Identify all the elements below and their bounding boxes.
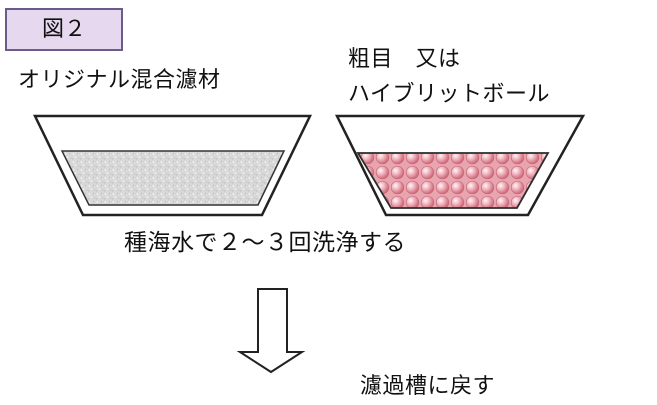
mixed-filter-media bbox=[60, 150, 286, 206]
original-mixed-filter-label: オリジナル混合濾材 bbox=[18, 68, 221, 93]
coarse-or-hybrid-label-line-1: 粗目 又は bbox=[348, 47, 461, 72]
figure-label: 図２ bbox=[5, 8, 123, 51]
right-filter-container bbox=[334, 114, 586, 217]
down-arrow-icon bbox=[236, 288, 306, 374]
left-filter-container bbox=[33, 114, 312, 217]
hybrid-ball-media bbox=[356, 152, 550, 209]
coarse-or-hybrid-label-line-2: ハイブリットボール bbox=[348, 82, 551, 107]
return-instruction: 濾過槽に戻す bbox=[360, 374, 496, 399]
wash-instruction: 種海水で２～３回洗浄する bbox=[124, 230, 406, 256]
